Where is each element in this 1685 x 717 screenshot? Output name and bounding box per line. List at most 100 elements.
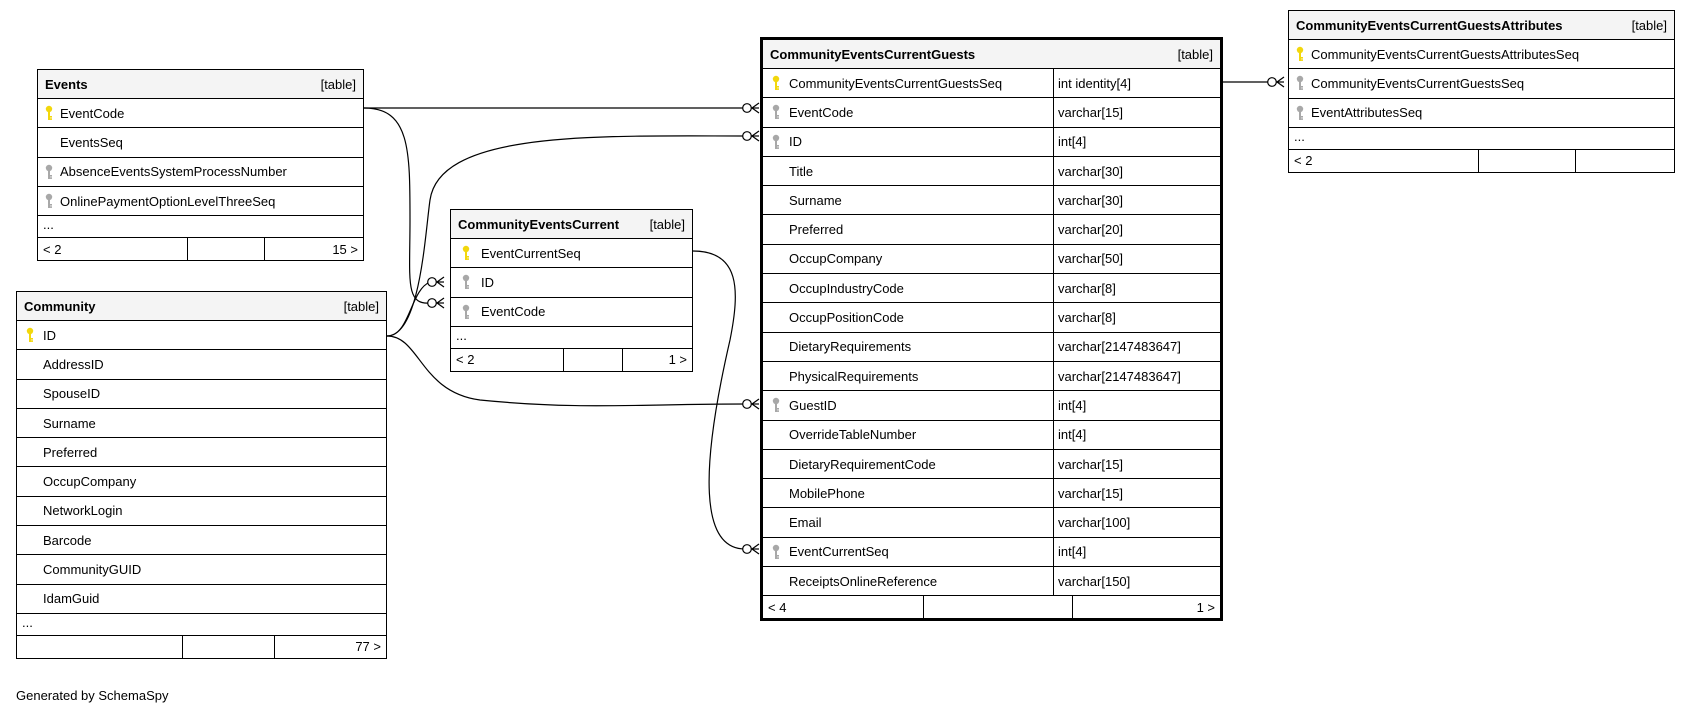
parents-count[interactable] xyxy=(17,635,183,658)
column-name: Surname xyxy=(789,192,842,208)
key-icon-slot xyxy=(763,421,789,449)
primary-key-icon xyxy=(38,99,60,127)
children-count[interactable]: 1 > xyxy=(1196,599,1215,615)
column-name: IdamGuid xyxy=(43,591,100,607)
key-icon-slot xyxy=(17,350,43,378)
parents-count[interactable]: < 4 xyxy=(763,596,924,619)
column-name: CommunityEventsCurrentGuestsSeq xyxy=(1311,75,1525,91)
foreign-key-icon xyxy=(38,158,60,186)
children-count[interactable]: 15 > xyxy=(332,241,358,257)
parents-count[interactable]: < 2 xyxy=(1289,149,1479,172)
foreign-key-icon xyxy=(38,187,60,215)
column-name: CommunityGUID xyxy=(43,562,142,578)
foreign-key-icon xyxy=(1289,99,1311,127)
column-name: SpouseID xyxy=(43,386,101,402)
column-row[interactable]: NetworkLogin xyxy=(17,497,386,527)
column-row[interactable]: Surname varchar[30] xyxy=(763,186,1220,216)
table-header: Events [table] xyxy=(38,70,363,99)
column-row[interactable]: IdamGuid xyxy=(17,585,386,614)
column-row[interactable]: EventCode xyxy=(38,99,363,129)
children-count[interactable]: 1 > xyxy=(668,352,687,368)
table-type-label: [table] xyxy=(1177,46,1213,62)
column-row[interactable]: EventAttributesSeq xyxy=(1289,99,1674,128)
column-row[interactable]: Barcode xyxy=(17,526,386,556)
column-row[interactable]: CommunityEventsCurrentGuestsAttributesSe… xyxy=(1289,40,1674,70)
column-row[interactable]: AbsenceEventsSystemProcessNumber xyxy=(38,158,363,187)
table-name: CommunityEventsCurrentGuestsAttributes xyxy=(1296,17,1563,33)
column-name: MobilePhone xyxy=(789,485,865,501)
table-header: Community [table] xyxy=(17,292,386,321)
column-row[interactable]: CommunityGUID xyxy=(17,555,386,585)
column-name: AddressID xyxy=(43,356,104,372)
column-name: DietaryRequirementCode xyxy=(789,456,936,472)
rel-events-current xyxy=(363,107,431,304)
table-community[interactable]: Community [table] ID AddressID SpouseID Sur… xyxy=(16,291,387,659)
foreign-key-icon xyxy=(763,391,789,419)
column-row[interactable]: EventCurrentSeq int[4] xyxy=(763,537,1220,568)
key-icon-slot xyxy=(763,450,789,478)
column-row[interactable]: EventCurrentSeq xyxy=(451,239,692,269)
table-community-events-current[interactable]: CommunityEventsCurrent [table] EventCurr… xyxy=(450,209,693,372)
column-row[interactable]: EventCode xyxy=(451,298,692,327)
children-count[interactable]: 77 > xyxy=(355,639,381,655)
column-name: EventCurrentSeq xyxy=(789,544,889,560)
crowsfoot-marker-5 xyxy=(427,276,445,288)
table-community-events-current-guests[interactable]: CommunityEventsCurrentGuests [table] Com… xyxy=(760,37,1223,622)
table-name: CommunityEventsCurrent xyxy=(458,216,620,232)
key-icon-slot xyxy=(17,438,43,466)
column-row[interactable]: ID xyxy=(451,268,692,298)
column-type: varchar[30] xyxy=(1053,156,1220,186)
column-name: EventCurrentSeq xyxy=(481,245,581,261)
foreign-key-icon xyxy=(763,128,789,156)
table-type-label: [table] xyxy=(343,298,379,314)
children-count[interactable] xyxy=(1576,150,1674,172)
column-row[interactable]: Surname xyxy=(17,409,386,439)
column-name: Preferred xyxy=(43,444,98,460)
more-columns-indicator: ... xyxy=(1289,128,1674,150)
foreign-key-icon xyxy=(763,538,789,566)
parents-count[interactable]: < 2 xyxy=(38,238,188,261)
column-name: Barcode xyxy=(43,532,92,548)
table-community-events-current-guests-attributes[interactable]: CommunityEventsCurrentGuestsAttributes [… xyxy=(1288,10,1675,173)
key-icon-slot xyxy=(763,186,789,214)
table-type-label: [table] xyxy=(649,216,685,232)
column-type: int[4] xyxy=(1053,537,1220,567)
column-row[interactable]: Preferred xyxy=(17,438,386,468)
column-row[interactable]: CommunityEventsCurrentGuestsSeq xyxy=(1289,69,1674,99)
column-row[interactable]: SpouseID xyxy=(17,380,386,409)
column-type: varchar[8] xyxy=(1053,303,1220,332)
column-name: CommunityEventsCurrentGuestsAttributesSe… xyxy=(1311,46,1580,62)
column-row[interactable]: AddressID xyxy=(17,350,386,380)
more-columns-indicator: ... xyxy=(451,327,692,349)
key-icon-slot xyxy=(17,555,43,583)
column-row[interactable]: OccupCompany xyxy=(17,467,386,497)
column-type: varchar[30] xyxy=(1053,186,1220,215)
column-row[interactable]: EventsSeq xyxy=(38,128,363,158)
parents-count[interactable]: < 2 xyxy=(451,348,564,371)
foreign-key-icon xyxy=(763,98,789,126)
column-row[interactable]: ID xyxy=(17,321,386,351)
primary-key-icon xyxy=(451,239,481,267)
column-type: varchar[8] xyxy=(1053,274,1220,303)
crowsfoot-marker-1 xyxy=(742,130,760,142)
crowsfoot-marker-6 xyxy=(427,297,445,309)
column-row[interactable]: OnlinePaymentOptionLevelThreeSeq xyxy=(38,187,363,217)
